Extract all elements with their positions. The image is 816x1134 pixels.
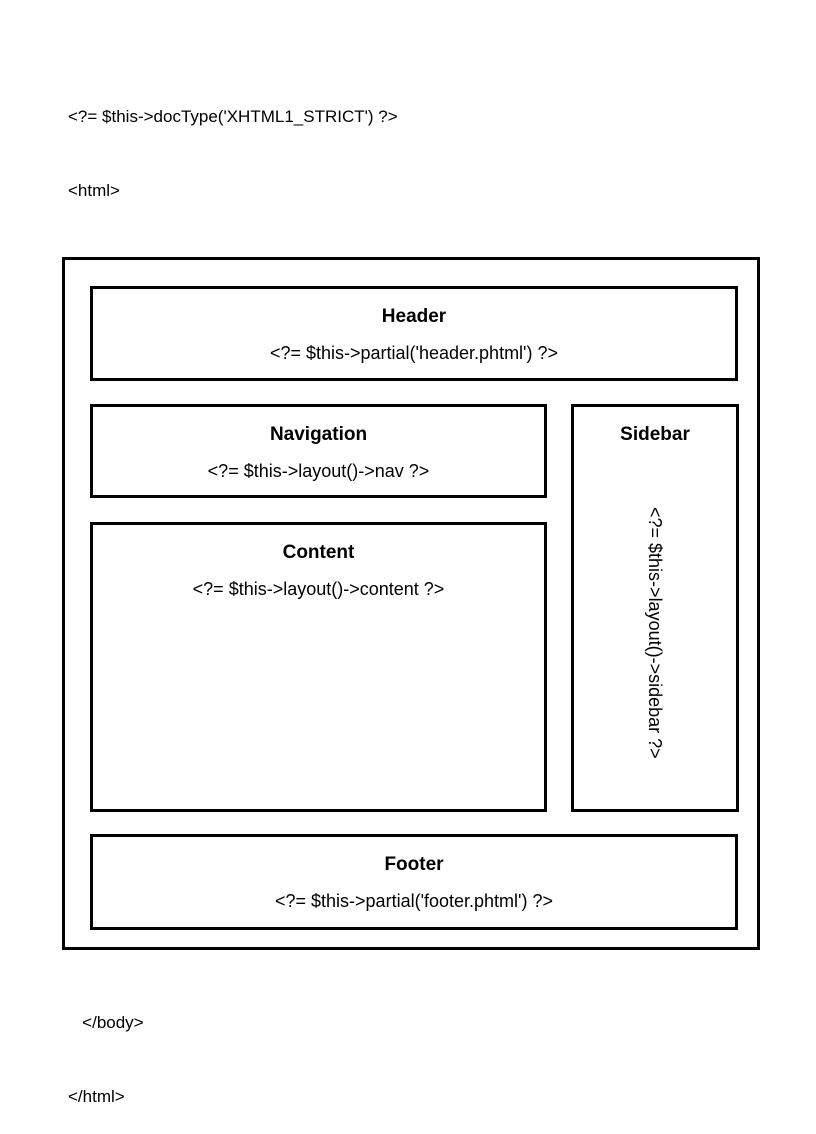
header-section-box: Header <?= $this->partial('header.phtml'… [90, 286, 738, 381]
navigation-section-box: Navigation <?= $this->layout()->nav ?> [90, 404, 547, 498]
sidebar-rotated-code-wrap: <?= $this->layout()->sidebar ?> [574, 463, 736, 803]
content-section-title: Content [282, 542, 355, 563]
bottom-code-block: </body> </html> [68, 962, 144, 1134]
footer-section-title: Footer [384, 854, 444, 875]
footer-section-box: Footer <?= $this->partial('footer.phtml'… [90, 834, 738, 930]
header-section-code: <?= $this->partial('header.phtml') ?> [269, 343, 559, 363]
content-section-code: <?= $this->layout()->content ?> [192, 579, 445, 599]
code-line-html-open: <html> [68, 180, 120, 200]
sidebar-section-title: Sidebar [620, 424, 690, 445]
code-line-body-close: </body> [68, 1013, 144, 1033]
navigation-section-code: <?= $this->layout()->nav ?> [207, 461, 430, 481]
navigation-section-title: Navigation [269, 424, 368, 445]
sidebar-section-code: <?= $this->layout()->sidebar ?> [645, 507, 665, 759]
code-line-html-close: </html> [68, 1086, 125, 1106]
footer-section-code: <?= $this->partial('footer.phtml') ?> [274, 891, 554, 911]
header-section-title: Header [381, 306, 447, 327]
sidebar-section-box: Sidebar <?= $this->layout()->sidebar ?> [571, 404, 739, 812]
layout-diagram-frame: Header <?= $this->partial('header.phtml'… [62, 257, 760, 950]
content-section-box: Content <?= $this->layout()->content ?> [90, 522, 547, 812]
code-line-doctype: <?= $this->docType('XHTML1_STRICT') ?> [68, 107, 398, 127]
